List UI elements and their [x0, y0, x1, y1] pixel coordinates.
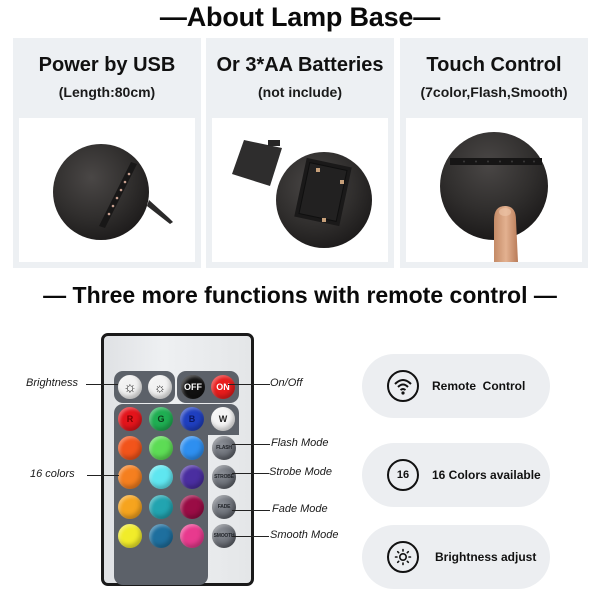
color-button[interactable] [149, 495, 173, 519]
color-button-green[interactable]: G [149, 407, 173, 431]
brightness-down-button[interactable]: ☼ [148, 375, 172, 399]
color-button[interactable] [180, 465, 204, 489]
flash-button[interactable]: FLASH [212, 436, 236, 460]
callout-line [232, 473, 269, 474]
color-button[interactable] [149, 524, 173, 548]
panel-subtitle: (Length:80cm) [58, 84, 156, 100]
feature-label: Brightness adjust [435, 550, 537, 564]
battery-lamp-base-image [212, 118, 388, 262]
color-button[interactable] [180, 436, 204, 460]
color-button-blue[interactable]: B [180, 407, 204, 431]
callout-line [232, 536, 269, 537]
color-button[interactable] [149, 465, 173, 489]
panel-subtitle: (7color,Flash,Smooth) [420, 84, 568, 100]
callout-fade-mode: Fade Mode [272, 503, 328, 515]
color-button[interactable] [180, 495, 204, 519]
callout-smooth-mode: Smooth Mode [270, 529, 339, 541]
callout-line [86, 384, 118, 385]
color-button[interactable] [149, 436, 173, 460]
color-button[interactable] [118, 465, 142, 489]
callout-line [232, 510, 270, 511]
battery-compartment-icon [232, 140, 372, 248]
on-button[interactable]: ON [211, 375, 235, 399]
section-title-about-lamp-base: —About Lamp Base— [159, 2, 441, 32]
feature-label: 16 Colors available [432, 468, 541, 482]
callout-strobe-mode: Strobe Mode [269, 466, 332, 478]
brightness-icon [387, 541, 419, 573]
color-button[interactable] [180, 524, 204, 548]
remote-control: ☼ ☼ OFF ON R G B W FLASH STROBE FADE SMO… [101, 333, 254, 586]
touch-lamp-base-icon [440, 132, 548, 262]
panel-title: Or 3*AA Batteries [216, 54, 384, 76]
strobe-button[interactable]: STROBE [212, 465, 236, 489]
usb-lamp-base-icon [53, 144, 173, 240]
color-button-red[interactable]: R [118, 407, 142, 431]
feature-label: Remote Control [432, 379, 526, 393]
panel-usb-power: Power by USB (Length:80cm) [13, 38, 201, 268]
feature-brightness: Brightness adjust [362, 525, 550, 589]
usb-lamp-base-image [19, 118, 195, 262]
color-button[interactable] [118, 524, 142, 548]
brightness-down-icon: ☼ [154, 379, 166, 395]
callout-on-off: On/Off [270, 377, 303, 389]
panel-subtitle: (not include) [258, 84, 342, 100]
section-title-remote-functions: — Three more functions with remote contr… [43, 282, 557, 308]
callout-flash-mode: Flash Mode [271, 437, 329, 449]
callout-16-colors: 16 colors [30, 468, 75, 480]
color-button[interactable] [118, 436, 142, 460]
off-button[interactable]: OFF [181, 375, 205, 399]
panel-title: Power by USB [38, 54, 176, 76]
callout-line [232, 444, 270, 445]
color-button-white[interactable]: W [211, 407, 235, 431]
feature-remote-control: Remote Control [362, 354, 550, 418]
feature-16-colors: 16 16 Colors available [362, 443, 550, 507]
panel-aa-batteries: Or 3*AA Batteries (not include) [206, 38, 394, 268]
touch-lamp-base-image [406, 118, 582, 262]
color-button[interactable] [118, 495, 142, 519]
wifi-icon [387, 370, 419, 402]
number-16-icon: 16 [387, 459, 419, 491]
callout-line [87, 475, 119, 476]
panel-title: Touch Control [426, 54, 562, 76]
fade-button[interactable]: FADE [212, 495, 236, 519]
brightness-up-button[interactable]: ☼ [118, 375, 142, 399]
callout-brightness: Brightness [26, 377, 78, 389]
callout-line [228, 384, 270, 385]
brightness-up-icon: ☼ [123, 378, 137, 396]
panel-touch-control: Touch Control (7color,Flash,Smooth) [400, 38, 588, 268]
